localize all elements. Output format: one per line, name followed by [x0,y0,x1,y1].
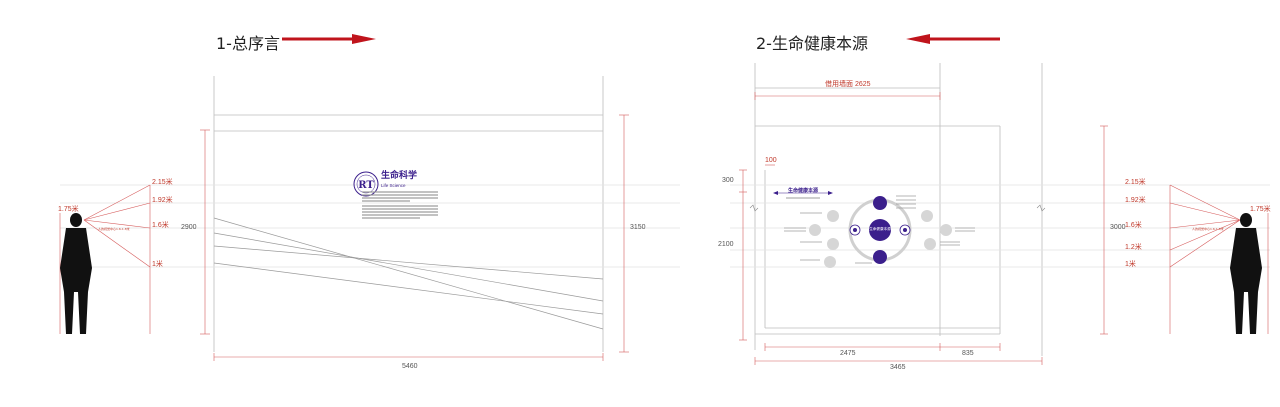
diagonal-lines [213,217,604,330]
person-silhouette-icon [1230,213,1262,334]
brand-title: 生命科学 [381,169,417,181]
right-dimension-lines [739,92,1269,365]
right-dim-16: 1.6米 [1125,220,1142,229]
left-dim-215: 2.15米 [152,177,173,186]
hub-diagram: 生命健康本源 [784,195,975,268]
break-symbol-icon [1036,204,1046,212]
right-dim-835: 835 [962,350,974,357]
left-arrow-icon [282,34,376,44]
satellite-node [924,238,936,250]
right-dim-wall-width: 借用墙面 2625 [825,79,871,88]
right-dim-192: 1.92米 [1125,195,1146,204]
person-silhouette-icon [60,213,92,334]
satellite-node [809,224,821,236]
right-dim-100: 100 [765,157,777,164]
section-title: 生命健康本源 [788,187,818,194]
left-panel-title: 1-总序言 [216,34,280,53]
left-dim-1: 1米 [152,259,163,268]
right-wall-elevation [730,63,1270,356]
top-node [873,196,887,210]
left-dim-3150: 3150 [630,224,646,231]
right-dim-215: 2.15米 [1125,177,1146,186]
right-dim-300: 300 [722,177,734,184]
satellite-node [921,210,933,222]
left-dim-5460: 5460 [402,363,418,370]
left-dim-2900: 2900 [181,224,197,231]
left-wall-elevation [60,76,680,352]
right-dim-3465: 3465 [890,364,906,371]
satellite-node [827,210,839,222]
right-dim-2475: 2475 [840,350,856,357]
satellite-node [824,256,836,268]
satellite-node [940,224,952,236]
center-label: 生命健康本源 [869,226,891,231]
left-dim-16: 1.6米 [152,220,169,229]
right-panel-title: 2-生命健康本源 [756,34,868,53]
section-header: 生命健康本源 [773,187,833,199]
right-dim-1: 1米 [1125,259,1136,268]
satellite-node [827,238,839,250]
left-dim-192: 1.92米 [152,195,173,204]
brand-logo: RT [353,171,379,197]
left-eye-line-label: 人的视觉中心1.6-1.8米 [98,226,130,231]
right-dim-3000: 3000 [1110,224,1126,231]
right-dim-175: 1.75米 [1250,204,1271,213]
break-symbol-icon [749,204,759,212]
left-dimension-lines [59,114,629,361]
brand-subtitle: Life Science [381,183,406,188]
right-arrow-icon [906,34,1000,44]
logo-text: RT [358,180,374,191]
brand-paragraph [362,191,438,219]
right-dim-2100: 2100 [718,241,734,248]
right-eye-line-label: 人的视觉中心1.6-1.8米 [1192,226,1224,231]
right-dim-12: 1.2米 [1125,242,1142,251]
left-dim-175: 1.75米 [58,204,79,213]
bottom-node [873,250,887,264]
